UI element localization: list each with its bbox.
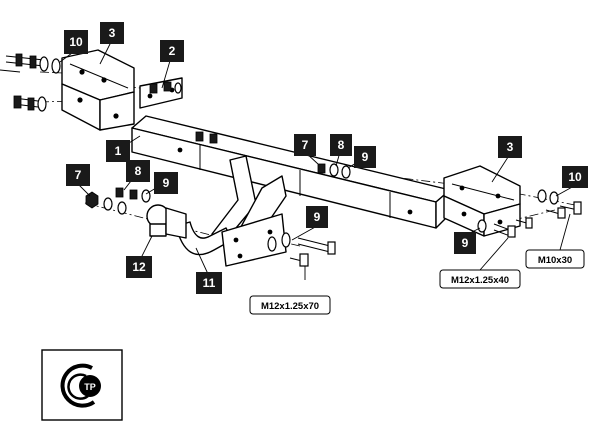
bolt-size-label-m10x30: M10x30 bbox=[525, 249, 585, 269]
part-callout-10-left: 10 bbox=[64, 30, 88, 54]
part-callout-7-left: 7 bbox=[66, 164, 90, 186]
svg-text:8: 8 bbox=[135, 164, 142, 178]
bolt-m12x1.25x70-hardware bbox=[267, 232, 336, 267]
svg-text:11: 11 bbox=[203, 276, 216, 290]
fastener-set-top-left bbox=[0, 53, 61, 112]
part-callout-7-mid: 7 bbox=[294, 134, 316, 156]
gost-r-certification-icon: ТР bbox=[41, 349, 123, 421]
part-callout-9-right: 9 bbox=[454, 232, 476, 254]
part-callout-8-left: 8 bbox=[126, 160, 150, 182]
main-crossbar-beam bbox=[131, 115, 451, 229]
left-side-plate bbox=[139, 77, 183, 109]
svg-text:9: 9 bbox=[163, 176, 170, 190]
tow-arm bbox=[175, 155, 287, 267]
svg-text:7: 7 bbox=[75, 168, 82, 182]
tow-ball bbox=[146, 204, 187, 239]
svg-text:ТР: ТР bbox=[84, 382, 96, 392]
part-callout-10-right: 10 bbox=[562, 166, 588, 188]
left-mounting-bracket bbox=[61, 49, 135, 131]
part-callout-3-right: 3 bbox=[498, 136, 522, 158]
svg-text:3: 3 bbox=[109, 26, 116, 40]
part-callout-9-lower: 9 bbox=[306, 206, 328, 228]
svg-text:M12x1.25x40: M12x1.25x40 bbox=[451, 275, 509, 286]
part-callout-2: 2 bbox=[160, 40, 184, 62]
fastener-set-left bbox=[85, 187, 151, 215]
svg-text:10: 10 bbox=[568, 170, 582, 184]
svg-text:9: 9 bbox=[462, 236, 469, 250]
svg-text:12: 12 bbox=[132, 260, 146, 274]
svg-text:M10x30: M10x30 bbox=[538, 255, 572, 266]
svg-text:M12x1.25x70: M12x1.25x70 bbox=[261, 301, 319, 312]
part-callout-9-mid: 9 bbox=[354, 146, 376, 168]
part-callout-12: 12 bbox=[126, 256, 152, 278]
svg-text:9: 9 bbox=[362, 150, 369, 164]
svg-text:7: 7 bbox=[302, 138, 309, 152]
part-callout-9-left: 9 bbox=[154, 172, 178, 194]
svg-text:8: 8 bbox=[338, 138, 345, 152]
part-callout-1: 1 bbox=[106, 140, 130, 162]
bolt-size-label-m12x1.25x70: M12x1.25x70 bbox=[249, 295, 331, 315]
fastener-set-right bbox=[477, 189, 582, 238]
right-mounting-bracket bbox=[443, 165, 521, 237]
part-callout-8-mid: 8 bbox=[330, 134, 352, 156]
svg-text:1: 1 bbox=[115, 144, 122, 158]
fastener-set-plate bbox=[149, 81, 182, 94]
svg-text:3: 3 bbox=[507, 140, 514, 154]
bolt-size-label-m12x1.25x40: M12x1.25x40 bbox=[439, 269, 521, 289]
svg-text:2: 2 bbox=[169, 44, 176, 58]
part-callout-3-left: 3 bbox=[100, 22, 124, 44]
fastener-set-middle bbox=[195, 131, 351, 179]
part-callout-11: 11 bbox=[196, 272, 222, 294]
svg-text:10: 10 bbox=[69, 35, 83, 49]
svg-text:9: 9 bbox=[314, 210, 321, 224]
